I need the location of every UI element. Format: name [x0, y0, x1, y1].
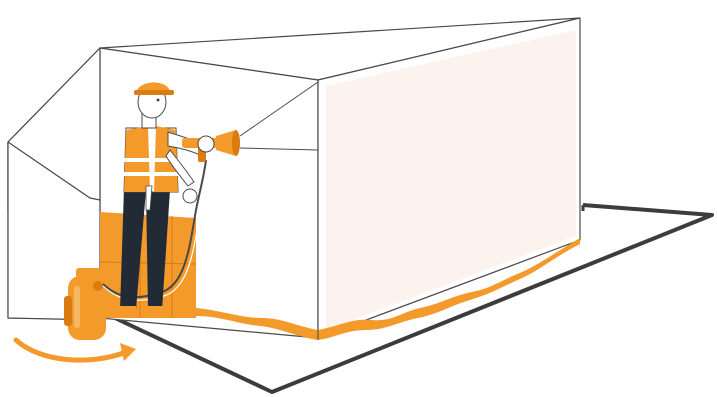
rotate-arrow-icon — [16, 340, 136, 361]
